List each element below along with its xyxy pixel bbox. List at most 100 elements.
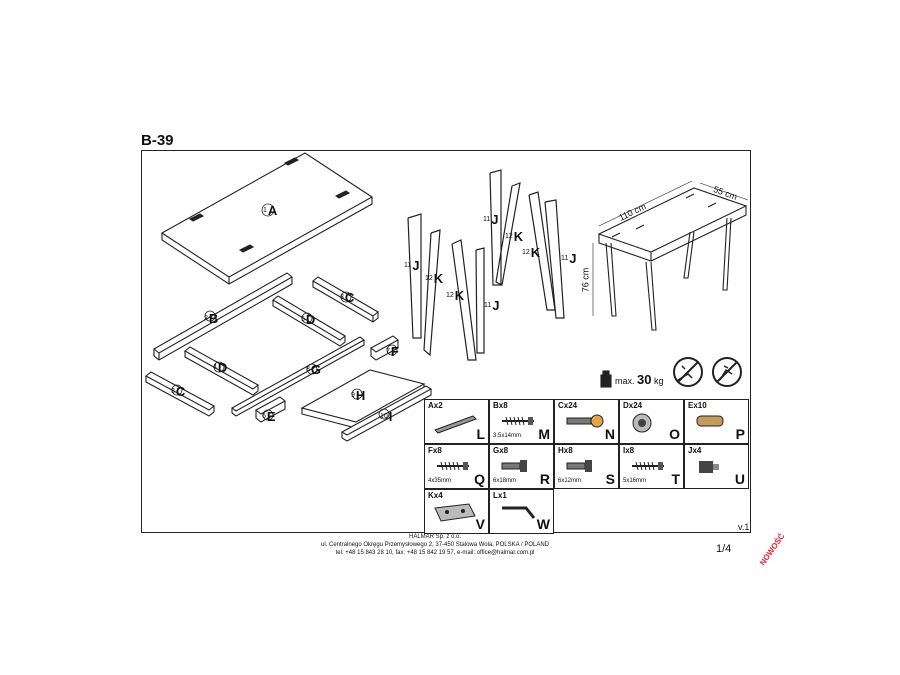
part-letter: K [513, 229, 524, 244]
hardware-code: Ix8 [623, 446, 635, 455]
hardware-letter: M [538, 426, 550, 442]
assembled-desk [592, 180, 749, 331]
part-number: 4 [213, 364, 217, 371]
part-letter: J [412, 258, 420, 273]
hardware-code: Dx24 [623, 401, 643, 410]
rail-g [230, 336, 366, 417]
part-number: 12 [522, 249, 530, 256]
hardware-code: Cx24 [558, 401, 578, 410]
weight-icon [600, 370, 612, 388]
max-load: max. 30 kg [615, 372, 664, 387]
max-load-unit: kg [654, 376, 664, 386]
part-number: 8 [306, 366, 310, 373]
part-number: 5 [301, 316, 305, 323]
page-number: 1/4 [716, 543, 732, 555]
part-number: 9 [351, 392, 355, 399]
hardware-letter: U [734, 471, 745, 487]
part-letter: K [433, 271, 444, 286]
hardware-code: Bx8 [493, 401, 508, 410]
hardware-code: Hx8 [558, 446, 573, 455]
part-letter: H [355, 388, 366, 403]
part-letter: K [530, 245, 541, 260]
hardware-letter: Q [474, 471, 485, 487]
hardware-letter: P [735, 426, 745, 442]
part-letter: J [569, 251, 577, 266]
part-letter: C [175, 384, 186, 399]
hardware-letter: W [536, 516, 550, 532]
part-letter: G [310, 362, 322, 377]
part-letter: D [217, 360, 228, 375]
hardware-cell-t: Ix8 5x16mm T [619, 444, 684, 489]
panel-a [160, 152, 374, 285]
model-title: B-39 [141, 132, 174, 149]
part-letter: E [266, 409, 276, 424]
rail-c-upper [312, 276, 379, 323]
hardware-letter: N [604, 426, 615, 442]
hardware-cell-r: Gx8 6x18mm R [489, 444, 554, 489]
hardware-code: Lx1 [493, 491, 507, 500]
part-letter: D [305, 312, 316, 327]
dim-height: 76 cm [580, 267, 591, 293]
part-letter: K [454, 288, 465, 303]
part-number: 11 [483, 216, 491, 223]
company-footer: HALMAR Sp. z o.o. ul. Centralnego Okręgu… [290, 533, 580, 557]
hardware-cell-q: Fx8 4x35mm Q [424, 444, 489, 489]
hardware-code: Gx8 [493, 446, 509, 455]
hardware-code: Fx8 [428, 446, 442, 455]
part-number: 12 [505, 233, 513, 240]
hardware-letter: R [539, 471, 550, 487]
hardware-code: Jx4 [688, 446, 702, 455]
part-number: 7 [386, 348, 390, 355]
part-number: 2 [204, 315, 208, 322]
part-number: 3 [340, 294, 344, 301]
no-stand-icon [673, 357, 703, 387]
rail-d-lower [184, 346, 259, 396]
hardware-size: 6x18mm [493, 478, 517, 484]
hardware-letter: V [475, 516, 485, 532]
footer-company: HALMAR Sp. z o.o. [408, 534, 462, 540]
part-number: 10 [380, 413, 388, 420]
part-letter: C [344, 290, 355, 305]
hardware-letter: T [671, 471, 680, 487]
legs [407, 169, 565, 361]
part-letter: J [492, 298, 500, 313]
part-number: 3 [171, 388, 175, 395]
hardware-code: Ax2 [428, 401, 443, 410]
hardware-code: Kx4 [428, 491, 443, 500]
part-number: 11 [484, 302, 492, 309]
part-number: 11 [404, 262, 412, 269]
part-letter: J [491, 212, 499, 227]
part-number: 12 [446, 292, 454, 299]
part-letter: F [390, 344, 399, 359]
hardware-size: 5x16mm [623, 478, 647, 484]
rail-c-lower [145, 371, 215, 417]
version-label: v.1 [738, 522, 750, 532]
hardware-size: 4x35mm [428, 478, 452, 484]
part-letter: I [388, 409, 393, 424]
rail-d-upper [272, 295, 346, 347]
hardware-size: 6x12mm [558, 478, 582, 484]
footer-contact: tel. +48 15 843 28 10, fax: +48 15 842 1… [335, 550, 535, 556]
bracket-e [255, 396, 286, 423]
